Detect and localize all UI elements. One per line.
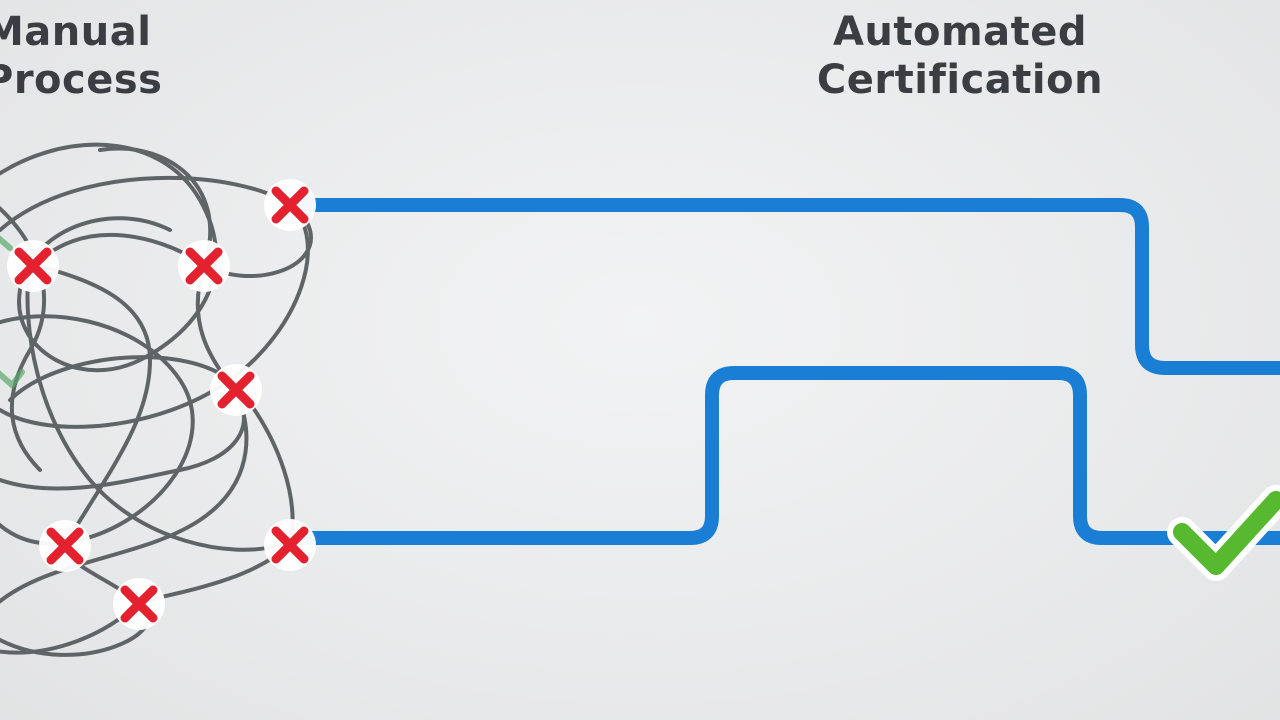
auto-title-line1: Automated bbox=[832, 9, 1088, 55]
tangle-loop bbox=[25, 258, 282, 552]
x-mark-icon bbox=[210, 364, 262, 416]
x-mark-icon bbox=[39, 520, 91, 572]
faint-check-marks bbox=[0, 235, 25, 390]
x-mark-icon bbox=[7, 240, 59, 292]
tangled-paths bbox=[0, 142, 313, 657]
x-mark-icon bbox=[264, 179, 316, 231]
faint-check-stroke bbox=[0, 235, 13, 251]
faint-check-stroke bbox=[0, 369, 25, 390]
check-mark-icon bbox=[1167, 485, 1280, 581]
fail-markers bbox=[7, 179, 316, 630]
automated-pipeline bbox=[293, 198, 1280, 545]
manual-process-title: Manual Process bbox=[0, 8, 162, 104]
tangle-loop bbox=[0, 388, 249, 604]
tangle-loop bbox=[33, 263, 153, 547]
pipeline-upper bbox=[293, 198, 1280, 375]
auto-title-line2: Certification bbox=[816, 57, 1104, 103]
tangle-loop bbox=[0, 314, 195, 546]
x-mark-icon bbox=[264, 519, 316, 571]
manual-title-line2: Process bbox=[0, 57, 163, 103]
x-mark-icon bbox=[113, 578, 165, 630]
tangle-loop bbox=[0, 206, 46, 472]
automated-certification-title: Automated Certification bbox=[780, 8, 1140, 104]
manual-title-line1: Manual bbox=[0, 9, 152, 55]
tangle-loop bbox=[0, 388, 246, 491]
tangle-loop bbox=[0, 175, 310, 429]
x-mark-icon bbox=[178, 240, 230, 292]
pipeline-lower bbox=[293, 366, 1280, 545]
